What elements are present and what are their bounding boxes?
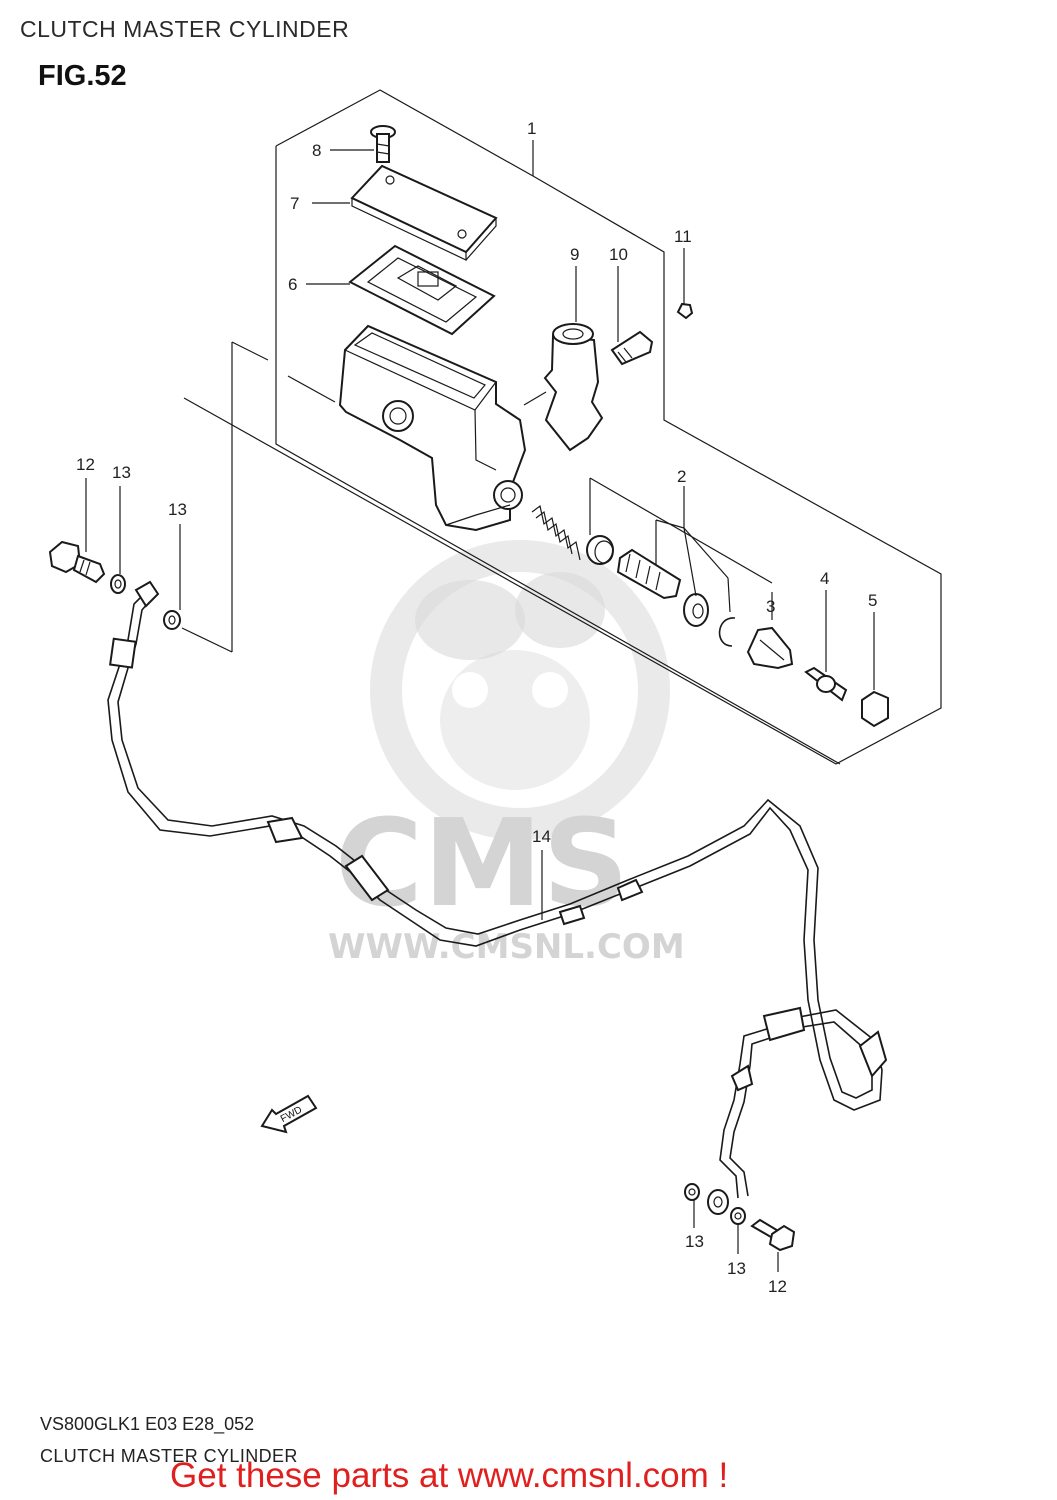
part-2-spring[interactable] [531,504,581,561]
diagram-code: VS800GLK1 E03 E28_052 [40,1414,255,1434]
part-2-washer[interactable] [683,593,709,627]
callout-12-lower: 12 [768,1277,787,1296]
callout-13-lower-b: 13 [727,1259,746,1278]
figure-label: FIG.52 [38,60,127,92]
callout-13-upper-a: 13 [112,463,131,482]
watermark-brand: CMS [335,795,629,934]
part-13-washer-c[interactable] [684,1183,700,1201]
fwd-direction-arrow: FWD [260,1094,318,1134]
part-13-washer-b[interactable] [163,610,181,630]
callout-3: 3 [766,597,775,616]
part-2-circlip[interactable] [718,617,736,647]
callout-4: 4 [820,569,829,588]
callout-12-upper: 12 [76,455,95,474]
callout-7: 7 [290,194,299,213]
part-6-diaphragm[interactable] [348,244,496,336]
page-title: CLUTCH MASTER CYLINDER [20,16,350,42]
part-14-clutch-hose[interactable] [107,580,888,1215]
promo-link[interactable]: Get these parts at www.cmsnl.com ! [170,1456,729,1495]
callout-14: 14 [532,827,551,846]
callout-9: 9 [570,245,579,264]
part-13-washer-a[interactable] [110,574,126,594]
callout-13-lower-a: 13 [685,1232,704,1251]
callout-1: 1 [527,119,536,138]
callout-13-upper-b: 13 [168,500,187,519]
footer-title: CLUTCH MASTER CYLINDER [40,1446,298,1466]
part-5-nut[interactable] [861,690,889,728]
master-cylinder-body[interactable] [338,324,527,532]
part-13-washer-d[interactable] [730,1207,746,1225]
part-11-cap[interactable] [676,302,694,320]
callout-2: 2 [677,467,686,486]
part-2-piston[interactable] [616,548,682,600]
leader-lines [85,140,875,1272]
part-4-push-rod[interactable] [804,666,848,702]
part-10-bolt[interactable] [610,330,654,366]
part-9-mirror-mount[interactable] [523,323,604,452]
watermark-url: WWW.CMSNL.COM [328,927,685,967]
part-7-reservoir-cap[interactable] [350,164,498,261]
callout-6: 6 [288,275,297,294]
callout-8: 8 [312,141,321,160]
cms-watermark: CMS WWW.CMSNL.COM [328,540,685,967]
callout-5: 5 [868,591,877,610]
part-2-piston-cup[interactable] [586,535,614,565]
part-8-screw[interactable] [370,125,396,163]
callout-10: 10 [609,245,628,264]
assembly-outline [181,89,942,765]
part-12-union-bolt-lower[interactable] [750,1218,796,1252]
callout-11: 11 [674,227,692,246]
part-12-union-bolt-upper[interactable] [48,540,106,584]
part-3-boot[interactable] [746,626,794,670]
callout-numbers: 1 2 3 4 5 6 7 8 9 10 11 12 13 13 14 13 1… [76,119,877,1296]
